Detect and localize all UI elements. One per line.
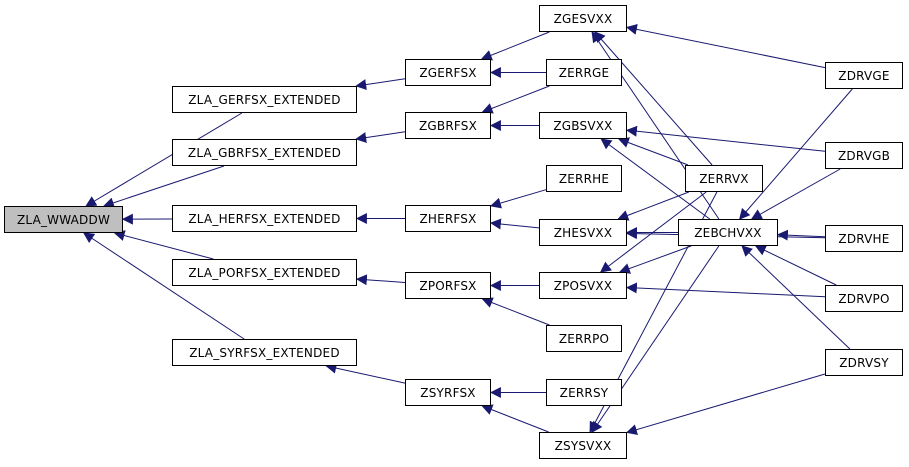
edge-zgesvxx-to-zgerfsx	[480, 31, 550, 61]
edge-zporfsx-to-zla_porfsx_extended	[355, 274, 406, 286]
edge-zla_syrfsx_extended-to-zla_wwaddw	[82, 232, 245, 340]
node-zla-gbrfsx-extended[interactable]: ZLA_GBRFSX_EXTENDED	[172, 139, 357, 166]
edge-zdrvsy-to-zebchvxx	[741, 245, 851, 350]
node-zposvxx[interactable]: ZPOSVXX	[539, 272, 627, 299]
edge-zerrvx-to-zgesvxx	[594, 31, 713, 166]
edge-zerrhe-to-zherfsx	[489, 189, 547, 209]
node-zerrpo[interactable]: ZERRPO	[546, 325, 622, 352]
edge-zdrvhe-to-zebchvxx	[776, 229, 826, 241]
edge-zdrvpo-to-zposvxx	[625, 282, 826, 298]
edge-zhesvxx-to-zherfsx	[489, 218, 540, 230]
edge-zdrvge-to-zgesvxx	[625, 23, 826, 69]
edge-zgbrfsx-to-zla_gbrfsx_extended	[355, 131, 406, 143]
edge-zsysvxx-to-zsyrfsx	[481, 404, 549, 433]
edge-zerrge-to-zgbrfsx	[481, 85, 550, 114]
edge-zla_gbrfsx_extended-to-zla_wwaddw	[102, 165, 225, 209]
node-zgbrfsx[interactable]: ZGBRFSX	[405, 112, 491, 139]
edge-zla_porfsx_extended-to-zla_wwaddw	[113, 230, 214, 260]
node-zdrvsy[interactable]: ZDRVSY	[825, 349, 903, 376]
node-zdrvge[interactable]: ZDRVGE	[825, 62, 903, 89]
edge-zerrvx-to-zgbsvxx	[617, 137, 689, 166]
node-zla-porfsx-extended[interactable]: ZLA_PORFSX_EXTENDED	[172, 259, 357, 286]
node-zebchvxx[interactable]: ZEBCHVXX	[678, 219, 778, 246]
node-zerrhe[interactable]: ZERRHE	[546, 165, 622, 192]
node-zporfsx[interactable]: ZPORFSX	[405, 272, 491, 299]
node-zla-wwaddw[interactable]: ZLA_WWADDW	[4, 206, 123, 233]
edge-zdrvge-to-zebchvxx	[738, 88, 853, 220]
edge-zdrvgb-to-zgbsvxx	[625, 125, 826, 152]
node-zsysvxx[interactable]: ZSYSVXX	[539, 432, 627, 459]
edge-zsyrfsx-to-zla_syrfsx_extended	[325, 362, 406, 384]
node-zla-syrfsx-extended[interactable]: ZLA_SYRFSX_EXTENDED	[172, 339, 357, 366]
node-zdrvgb[interactable]: ZDRVGB	[825, 142, 903, 169]
node-zerrge[interactable]: ZERRGE	[546, 59, 622, 86]
edge-zerrvx-to-zposvxx	[599, 191, 707, 273]
node-zgerfsx[interactable]: ZGERFSX	[405, 59, 491, 86]
node-zherfsx[interactable]: ZHERFSX	[405, 205, 491, 232]
edge-zerrpo-to-zporfsx	[481, 297, 550, 326]
node-zerrsy[interactable]: ZERRSY	[546, 379, 622, 406]
node-zsyrfsx[interactable]: ZSYRFSX	[405, 379, 491, 406]
edge-zla_gerfsx_extended-to-zla_wwaddw	[85, 112, 243, 207]
node-zla-gerfsx-extended[interactable]: ZLA_GERFSX_EXTENDED	[172, 86, 357, 113]
node-zerrvx[interactable]: ZERRVX	[685, 165, 763, 192]
node-zhesvxx[interactable]: ZHESVXX	[539, 219, 627, 246]
edge-zdrvsy-to-zsysvxx	[625, 373, 826, 435]
edge-zgerfsx-to-zla_gerfsx_extended	[355, 78, 406, 90]
edge-zebchvxx-to-zgbsvxx	[600, 138, 710, 220]
node-zgbsvxx[interactable]: ZGBSVXX	[539, 112, 627, 139]
node-zgesvxx[interactable]: ZGESVXX	[539, 5, 627, 32]
node-zdrvhe[interactable]: ZDRVHE	[825, 225, 903, 252]
node-zla-herfsx-extended[interactable]: ZLA_HERFSX_EXTENDED	[172, 205, 357, 232]
edge-zdrvgb-to-zebchvxx	[750, 168, 841, 220]
edge-zdrvpo-to-zebchvxx	[754, 245, 837, 286]
edge-zebchvxx-to-zposvxx	[618, 245, 692, 274]
node-zdrvpo[interactable]: ZDRVPO	[825, 285, 903, 312]
edge-zerrvx-to-zhesvxx	[617, 191, 689, 221]
